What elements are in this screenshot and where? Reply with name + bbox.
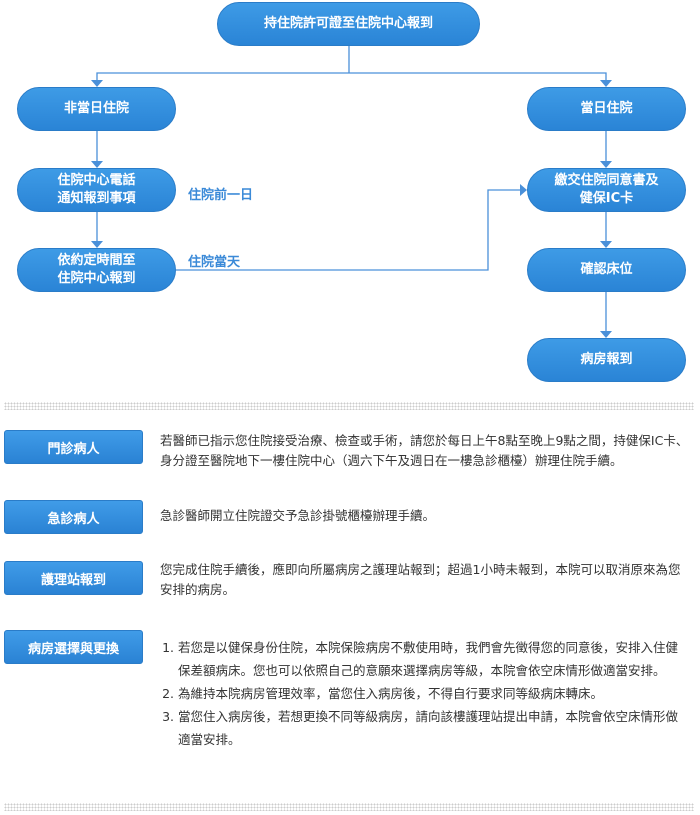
list-item: 為維持本院病房管理效率，當您住入病房後，不得自行要求同等級病床轉床。 bbox=[178, 682, 690, 705]
flow-start: 持住院許可證至住院中心報到 bbox=[217, 2, 480, 46]
label-same-day: 住院當天 bbox=[188, 255, 241, 270]
flow-report-at-time: 依約定時間至 住院中心報到 bbox=[17, 248, 176, 292]
nurse-station-text: 您完成住院手續後，應即向所屬病房之護理站報到；超過1小時未報到，本院可以取消原來… bbox=[160, 562, 681, 597]
flow-ward-report: 病房報到 bbox=[527, 338, 686, 382]
ward-selection-list: 若您是以健保身份住院，本院保險病房不敷使用時，我們會先徵得您的同意後，安排入住健… bbox=[160, 636, 690, 751]
section-outpatient: 門診病人 bbox=[4, 430, 143, 464]
list-item: 當您住入病房後，若想更換不同等級病房，請向該樓護理站提出申請，本院會依空床情形做… bbox=[178, 705, 690, 751]
section-nurse-station: 護理站報到 bbox=[4, 561, 143, 595]
flow-phone-notice: 住院中心電話 通知報到事項 bbox=[17, 168, 176, 212]
label-day-before: 住院前一日 bbox=[188, 188, 254, 203]
section-ward-selection: 病房選擇與更換 bbox=[4, 630, 143, 664]
divider bbox=[4, 402, 694, 410]
outpatient-text: 若醫師已指示您住院接受治療、檢查或手術，請您於每日上午8點至晚上9點之間，持健保… bbox=[160, 433, 689, 468]
flow-submit-consent: 繳交住院同意書及 健保IC卡 bbox=[527, 168, 686, 212]
flow-connectors bbox=[91, 44, 612, 338]
divider bbox=[4, 803, 694, 811]
section-emergency: 急診病人 bbox=[4, 500, 143, 534]
flow-confirm-bed: 確認床位 bbox=[527, 248, 686, 292]
flow-not-same-day: 非當日住院 bbox=[17, 87, 176, 131]
list-item: 若您是以健保身份住院，本院保險病房不敷使用時，我們會先徵得您的同意後，安排入住健… bbox=[178, 636, 690, 682]
flow-same-day: 當日住院 bbox=[527, 87, 686, 131]
emergency-text: 急診醫師開立住院證交予急診掛號櫃檯辦理手續。 bbox=[160, 508, 436, 523]
